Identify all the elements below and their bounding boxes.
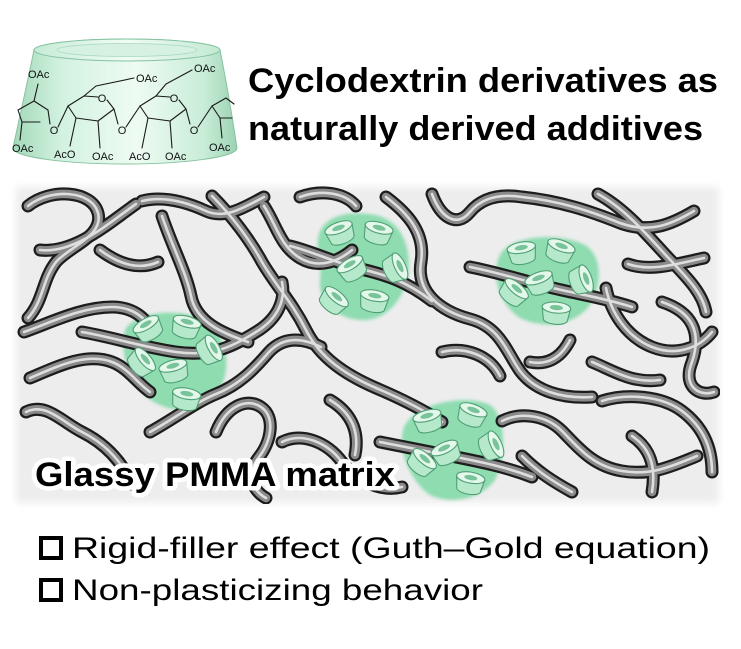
- bullet-text: Non-plasticizing behavior: [72, 574, 483, 607]
- bullet-text: Rigid-filler effect (Guth–Gold equation): [72, 532, 710, 565]
- pmma-matrix-panel: Glassy PMMA matrix: [16, 187, 719, 503]
- checkbox-icon: [39, 536, 63, 560]
- checkbox-icon: [39, 578, 63, 602]
- acetate-label: AcO: [129, 151, 151, 163]
- acetate-label: OAc: [136, 73, 158, 85]
- bullet-item: Non-plasticizing behavior: [39, 574, 483, 607]
- cyclodextrin-cone-icon: OAc OAc OAc O O O O O OAc AcO OAc AcO OA…: [12, 38, 238, 165]
- acetate-label: OAc: [194, 63, 216, 75]
- matrix-label: Glassy PMMA matrix: [35, 456, 395, 494]
- ring-oxygen-label: O: [98, 93, 107, 105]
- bullet-list: Rigid-filler effect (Guth–Gold equation)…: [39, 532, 710, 607]
- mini-cyclodextrin-icon: [540, 300, 572, 327]
- acetate-label: OAc: [12, 143, 34, 155]
- glucose-ring-structure: [17, 69, 235, 149]
- cone-cavity: [56, 43, 198, 57]
- ring-oxygen-label: O: [170, 93, 179, 105]
- acetate-label: OAc: [165, 151, 187, 163]
- glycosidic-oxygen-label: O: [118, 125, 127, 137]
- glycosidic-oxygen-label: O: [190, 125, 199, 137]
- title-line-1: Cyclodextrin derivatives as: [248, 62, 718, 100]
- acetate-label: OAc: [92, 151, 114, 163]
- acetate-label: AcO: [54, 149, 76, 161]
- glycosidic-oxygen-label: O: [50, 125, 59, 137]
- bullet-item: Rigid-filler effect (Guth–Gold equation): [39, 532, 710, 565]
- acetate-label: OAc: [209, 142, 231, 154]
- acetate-label: OAc: [28, 69, 50, 81]
- title-line-2: naturally derived additives: [248, 110, 703, 148]
